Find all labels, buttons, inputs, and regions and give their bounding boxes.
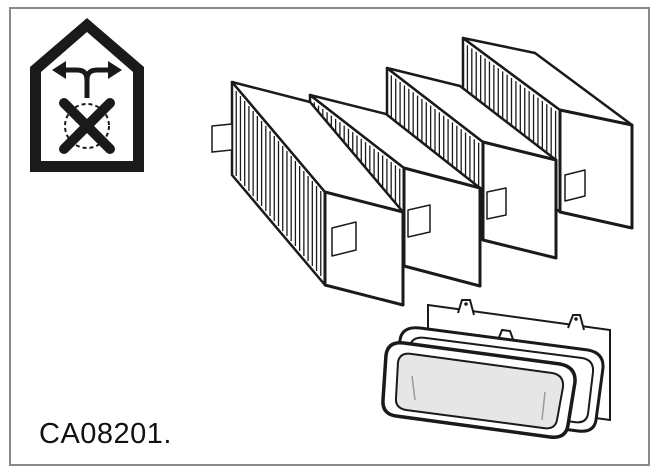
charcoal-filter-icon bbox=[211, 36, 634, 307]
duct-adapter-icon bbox=[381, 299, 611, 439]
filter-pull-tab bbox=[211, 123, 233, 153]
figure-code-label: CA08201. bbox=[39, 418, 172, 450]
figure-frame bbox=[9, 7, 650, 466]
recirculation-air-icon bbox=[30, 18, 144, 172]
filter-block bbox=[230, 80, 405, 307]
